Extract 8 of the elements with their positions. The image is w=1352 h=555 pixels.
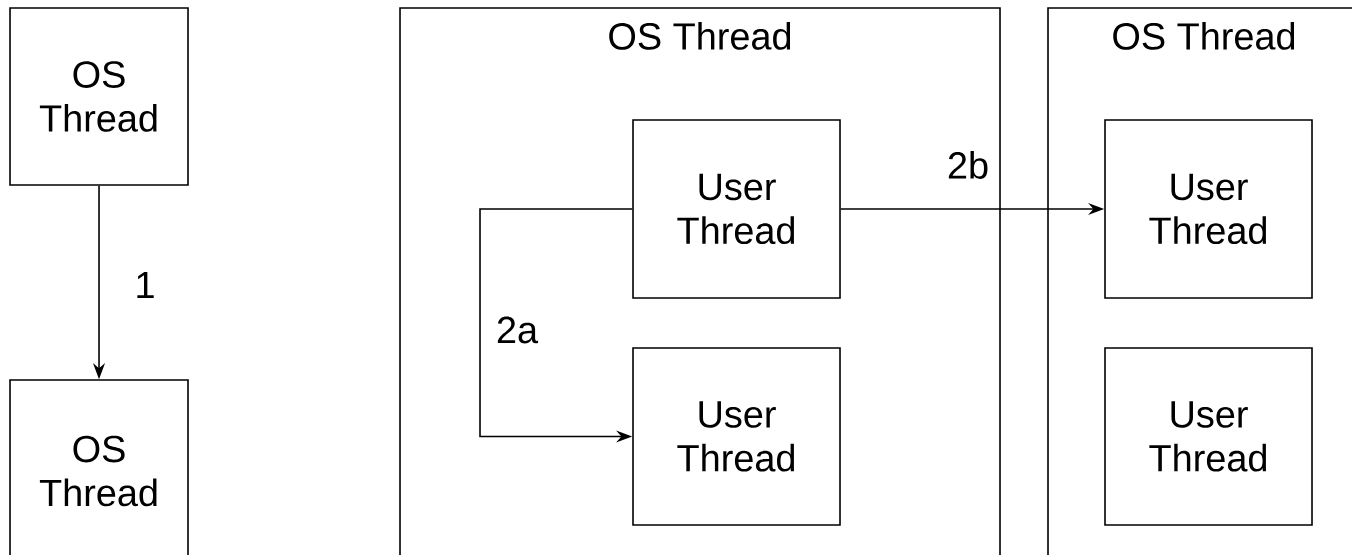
inner-box: User Thread	[1104, 347, 1313, 526]
inner-box: User Thread	[1104, 119, 1313, 299]
small-box: OS Thread	[9, 7, 189, 186]
inner-box: User Thread	[632, 347, 841, 526]
inner-box: User Thread	[632, 119, 841, 299]
small-box: OS Thread	[9, 379, 189, 555]
edge-label: 2b	[944, 149, 992, 181]
edge-label: 1	[132, 270, 158, 300]
